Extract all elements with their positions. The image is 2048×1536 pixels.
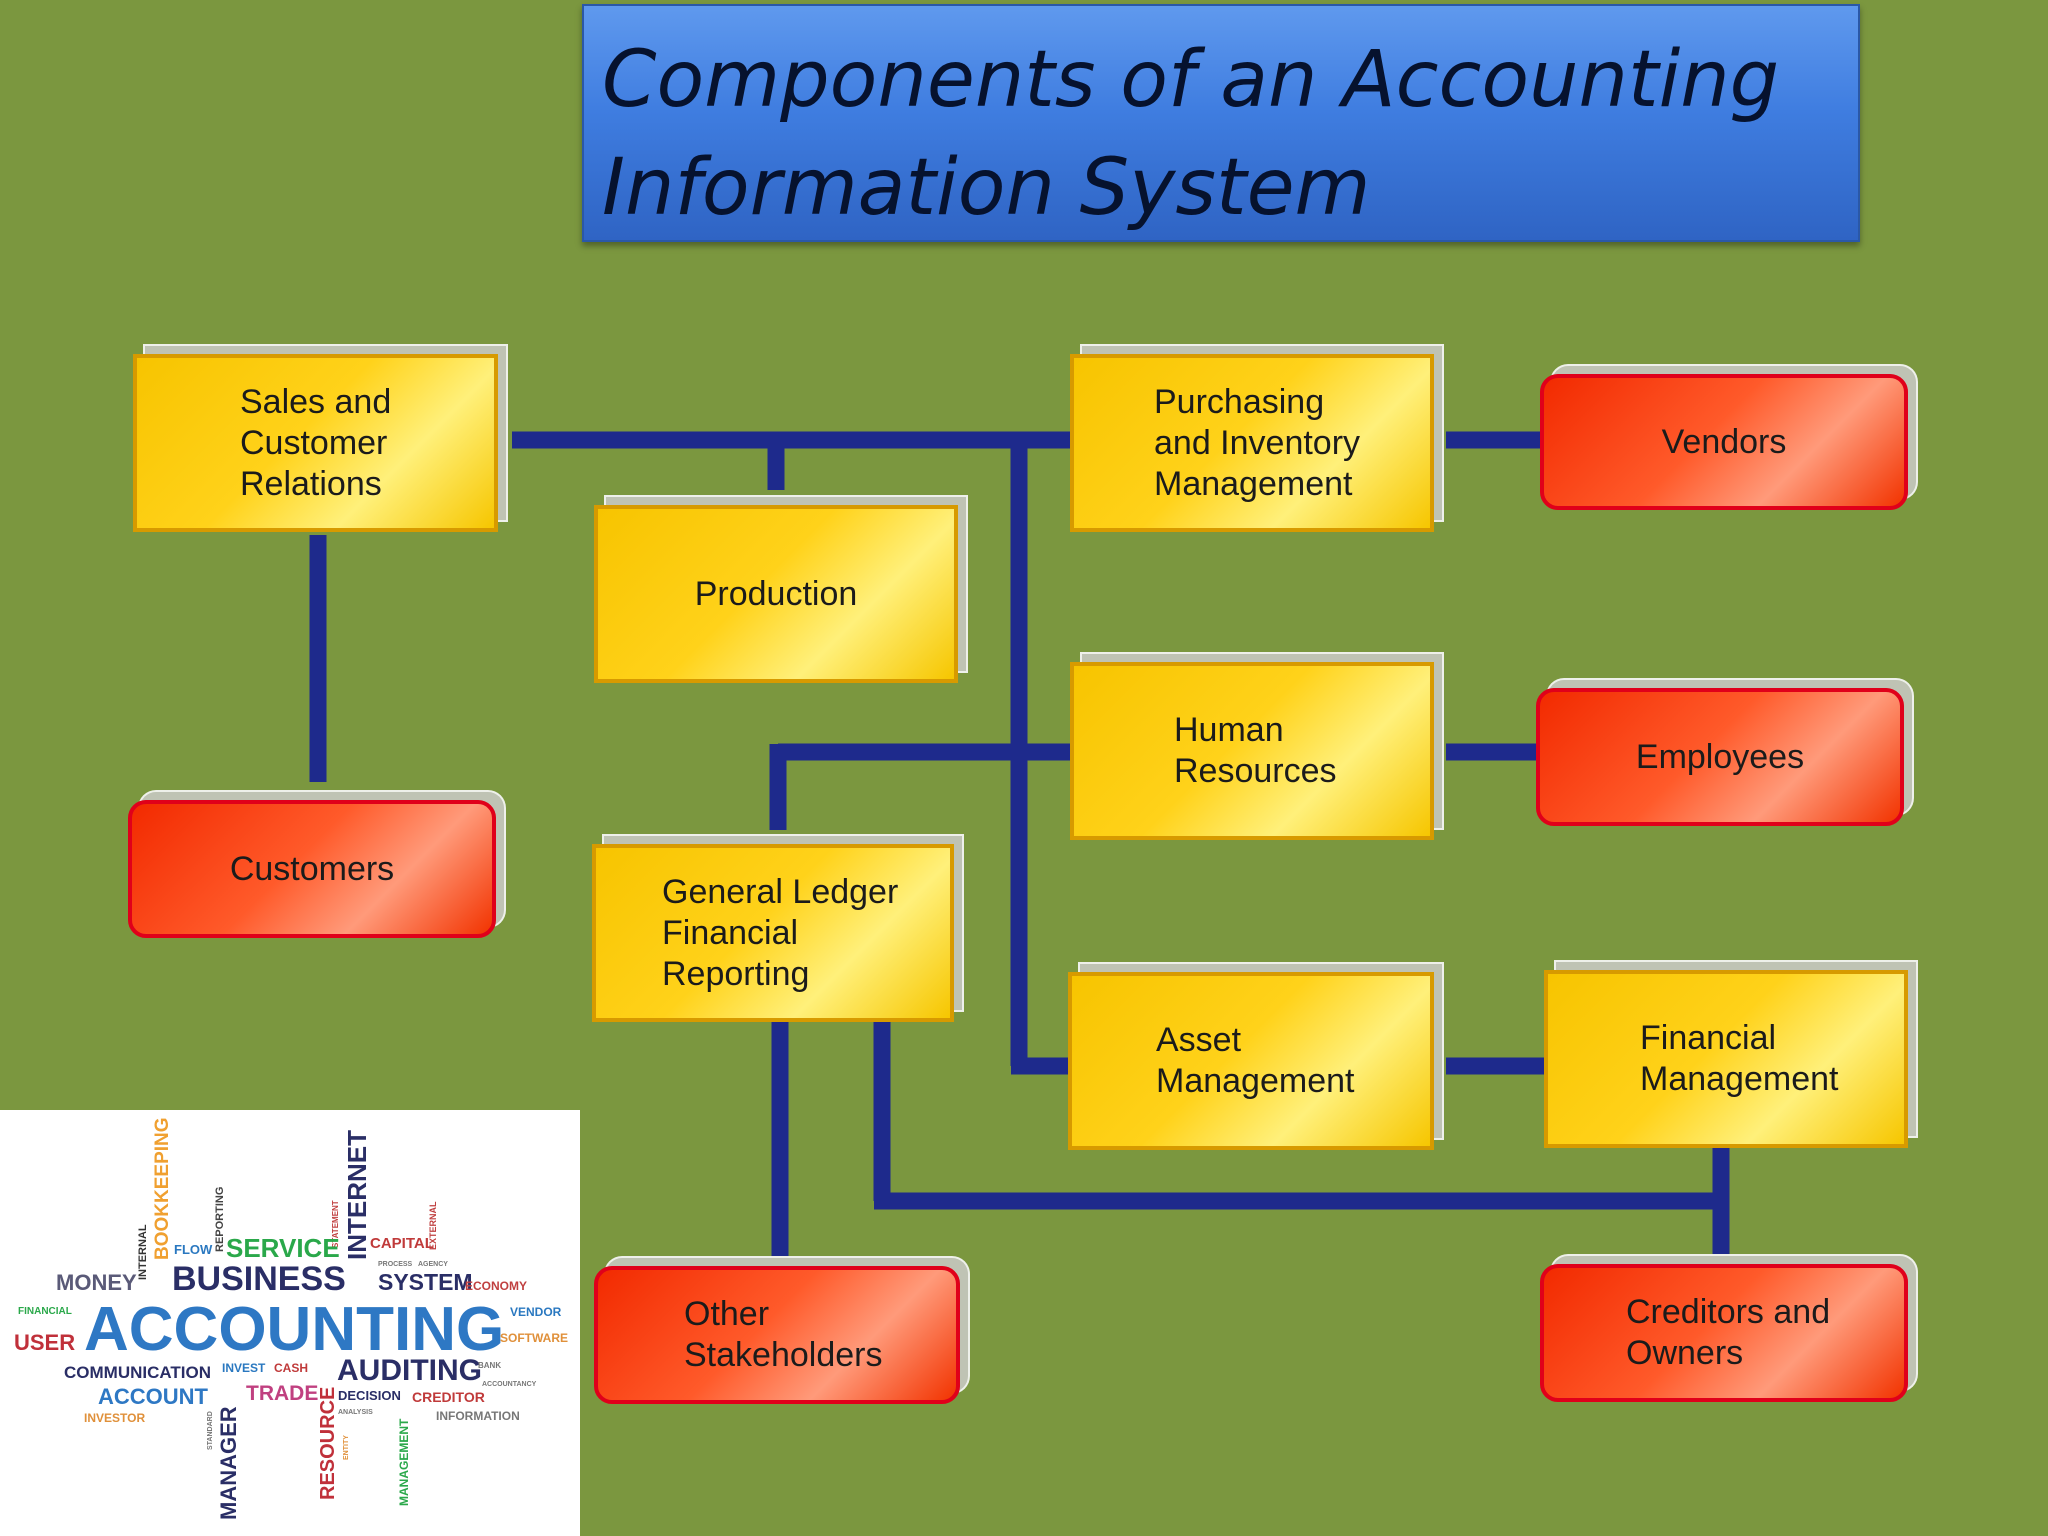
word: BUSINESS (172, 1260, 346, 1298)
word: SYSTEM (378, 1269, 473, 1295)
word: ACCOUNT (98, 1384, 209, 1409)
word: DECISION (338, 1388, 401, 1403)
node-general-ledger: General Ledger Financial Reporting (592, 844, 954, 1022)
node-asset-management: Asset Management (1068, 972, 1434, 1150)
word: ANALYSIS (338, 1409, 373, 1416)
word: INVEST (222, 1361, 266, 1375)
slide-title: Components of an Accounting Information … (602, 35, 1780, 233)
word: ACCOUNTANCY (482, 1381, 537, 1388)
word: ENTITY (343, 1435, 350, 1460)
node-purchasing-inventory: Purchasing and Inventory Management (1070, 354, 1434, 532)
node-label: Financial Management (1640, 1019, 1839, 1098)
node-label: Customers (229, 849, 395, 888)
word: TRADE (246, 1382, 318, 1405)
word: SOFTWARE (500, 1331, 568, 1345)
node-label: Asset Management (1156, 1021, 1355, 1100)
word: CREDITOR (412, 1389, 485, 1405)
word: FINANCIAL (18, 1306, 72, 1317)
word: COMMUNICATION (64, 1363, 211, 1382)
node-production: Production (594, 505, 958, 683)
node-human-resources: Human Resources (1070, 662, 1434, 840)
word: MANAGEMENT (397, 1418, 411, 1506)
node-employees: Employees (1536, 688, 1904, 826)
word: MONEY (56, 1270, 137, 1295)
node-label: Purchasing and Inventory Management (1154, 382, 1361, 503)
node-label: Vendors (1661, 422, 1787, 461)
word: MANAGER (216, 1406, 241, 1520)
word: REPORTING (214, 1187, 226, 1252)
word: SERVICE (226, 1233, 340, 1263)
node-label: Sales and Customer Relations (240, 382, 392, 503)
word: ACCOUNTING (84, 1295, 504, 1364)
word: STATEMENT (331, 1200, 340, 1248)
word: INTERNET (342, 1130, 372, 1260)
word: FLOW (174, 1242, 213, 1257)
word: INVESTOR (84, 1411, 145, 1425)
word: INFORMATION (436, 1409, 520, 1423)
word: USER (14, 1330, 75, 1355)
word: INTERNAL (137, 1224, 149, 1280)
node-label: Creditors and Owners (1626, 1293, 1831, 1372)
word: EXTERNAL (428, 1201, 438, 1250)
word: RESOURCE (317, 1387, 339, 1500)
node-label: Human Resources (1174, 711, 1337, 790)
node-financial-management: Financial Management (1544, 970, 1908, 1148)
node-other-stakeholders: Other Stakeholders (594, 1266, 960, 1404)
word: CASH (274, 1361, 308, 1375)
word: ECONOMY (465, 1279, 527, 1293)
word: PROCESS (378, 1261, 413, 1268)
word: BANK (478, 1361, 501, 1370)
word: AUDITING (337, 1354, 482, 1387)
node-vendors: Vendors (1540, 374, 1908, 510)
word: CAPITAL (370, 1235, 434, 1252)
node-label: Employees (1635, 737, 1805, 776)
word-cloud-graphic: BOOKKEEPING INTERNAL REPORTING INTERNET … (14, 1117, 568, 1520)
node-label: Other Stakeholders (684, 1295, 883, 1374)
title-banner: Components of an Accounting Information … (582, 4, 1860, 242)
node-customers: Customers (128, 800, 496, 938)
word: STANDARD (207, 1411, 214, 1450)
word: AGENCY (418, 1261, 448, 1268)
node-label: General Ledger Financial Reporting (662, 872, 899, 993)
node-sales-customer-relations: Sales and Customer Relations (133, 354, 498, 532)
word: BOOKKEEPING (152, 1117, 173, 1260)
accounting-word-cloud-image: BOOKKEEPING INTERNAL REPORTING INTERNET … (0, 1110, 580, 1536)
node-label: Production (694, 574, 858, 613)
word: VENDOR (510, 1305, 562, 1319)
node-creditors-owners: Creditors and Owners (1540, 1264, 1908, 1402)
